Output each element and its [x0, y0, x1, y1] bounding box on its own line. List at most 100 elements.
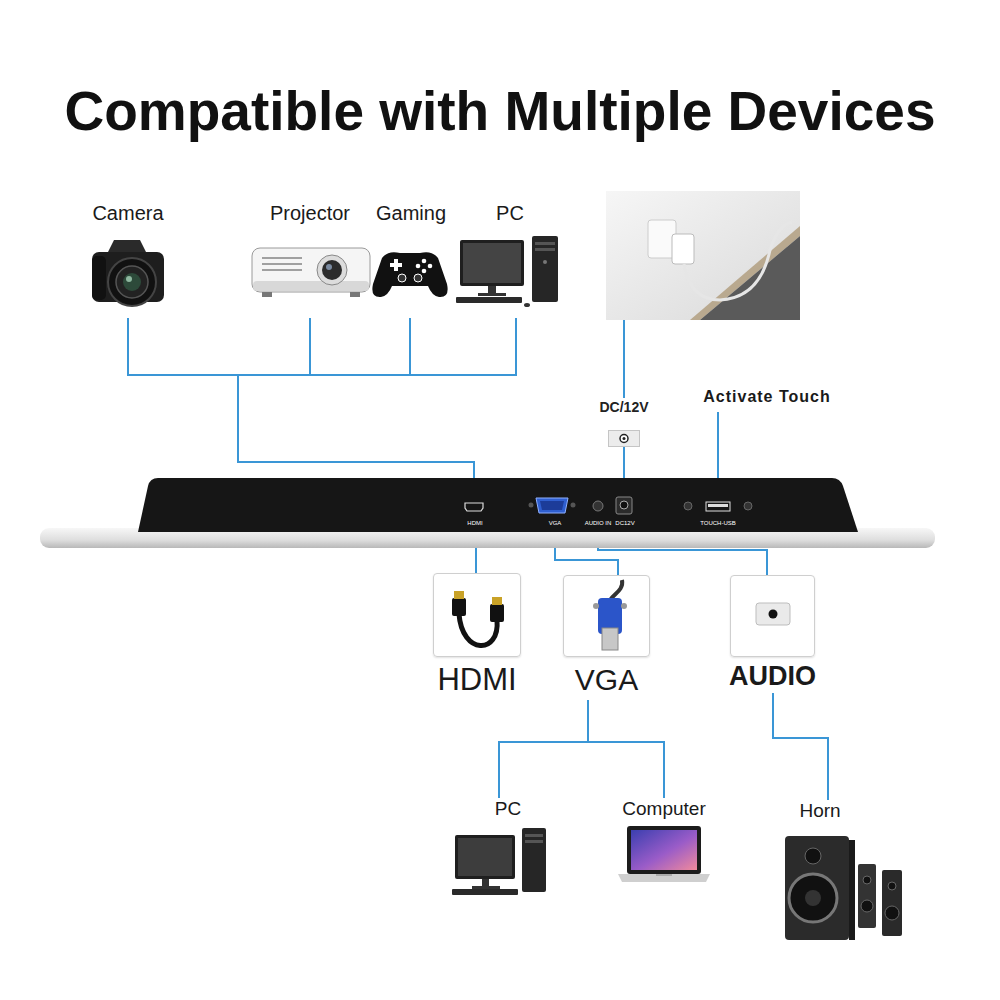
- projector-icon: [317, 255, 347, 285]
- hdmi-cable-icon: [490, 604, 504, 622]
- gamepad-icon: [398, 274, 406, 282]
- gamepad-icon: [428, 264, 433, 269]
- wall-socket-photo: [672, 234, 694, 264]
- wall-socket-photo: [700, 236, 800, 320]
- projector-icon: [253, 281, 369, 291]
- dc-jack-icon: [608, 430, 640, 447]
- wall-socket-photo: [684, 222, 792, 300]
- box-outline: [730, 575, 815, 657]
- power-jack: DC/12V: [594, 398, 654, 447]
- camera-icon: [108, 258, 156, 306]
- port-graphics: [708, 504, 728, 507]
- vga-cable-icon: [593, 580, 627, 650]
- port-graphics: [593, 501, 603, 511]
- port-graphics: [540, 501, 564, 510]
- node-label: TOUCH-USB: [678, 520, 758, 526]
- projector-icon: [322, 260, 342, 280]
- port-graphics: [744, 502, 752, 510]
- cable-box: HDMI: [433, 573, 521, 698]
- pc-icon: [452, 828, 546, 895]
- vga-cable-icon: [621, 603, 627, 609]
- port-label: HDMI: [460, 498, 490, 526]
- projector-icon: [252, 248, 370, 297]
- node-label: Gaming: [335, 200, 487, 225]
- gamepad-icon: [372, 252, 447, 297]
- connector-line: [238, 318, 474, 498]
- port-label: VGA: [535, 496, 575, 526]
- cable-box: AUDIO: [730, 575, 815, 693]
- hdmi-cable-icon: [452, 591, 504, 646]
- speaker-icon: [888, 882, 896, 890]
- hdmi-cable-icon: [452, 598, 466, 616]
- vga-cable-icon: [602, 628, 618, 650]
- audio-jack-icon: [756, 603, 790, 625]
- speaker-icon: [858, 864, 876, 928]
- projector-icon: [262, 292, 272, 297]
- pc-icon: [525, 834, 543, 837]
- pc-icon: [478, 293, 506, 296]
- device-node: Gaming: [365, 200, 457, 318]
- device-node: Horn: [775, 800, 865, 945]
- port-label: TOUCH-USB: [698, 496, 738, 526]
- hdmi-cable-icon: [454, 591, 464, 599]
- speaker-icon: [805, 890, 821, 906]
- device-node: Camera: [78, 200, 178, 318]
- speaker-icon: [882, 870, 902, 936]
- camera-icon: [108, 240, 146, 252]
- vga-cable-icon: [593, 603, 599, 609]
- pc-icon: [525, 840, 543, 843]
- box-outline: [563, 575, 650, 657]
- port-graphics: [465, 497, 752, 514]
- page-title: Compatible with Multiple Devices: [0, 80, 1000, 143]
- port-graphics: [684, 502, 692, 510]
- wall-socket-photo: [606, 191, 800, 320]
- node-label: Horn: [745, 800, 895, 822]
- speaker-icon: [805, 848, 821, 864]
- pc-icon: [535, 242, 555, 245]
- speaker-icon: [785, 836, 902, 940]
- node-label: PC: [418, 798, 598, 820]
- audio-jack-icon: [756, 603, 790, 625]
- cable-box: VGA: [563, 575, 650, 700]
- projector-icon: [326, 264, 332, 270]
- speaker-icon: [885, 906, 899, 920]
- gamepad-icon: [414, 274, 422, 282]
- pc-icon: [532, 236, 558, 302]
- speaker-icon: [861, 900, 873, 912]
- speaker-icon: [789, 874, 837, 922]
- port-label: AUDIO IN: [584, 496, 612, 526]
- leader-line: [717, 412, 719, 478]
- connector-line: [499, 700, 588, 798]
- pc-icon: [482, 879, 489, 886]
- pc-icon: [472, 886, 500, 889]
- port-graphics: [616, 497, 632, 514]
- laptop-icon: [627, 826, 701, 874]
- pc-icon: [455, 835, 515, 879]
- port-graphics: [571, 503, 576, 508]
- audio-jack-icon: [769, 610, 778, 619]
- connector-line: [238, 318, 516, 498]
- node-label: HDMI: [440, 520, 510, 526]
- node-label: Camera: [48, 200, 208, 225]
- gamepad-icon: [416, 264, 421, 269]
- camera-icon: [116, 266, 148, 298]
- hdmi-cable-icon: [492, 597, 502, 605]
- camera-icon: [126, 276, 132, 282]
- box-outline: [608, 430, 640, 447]
- leader-line: [623, 320, 625, 398]
- pc-icon: [456, 297, 522, 303]
- gamepad-icon: [422, 259, 427, 264]
- node-label: Projector: [220, 200, 400, 225]
- projector-icon: [262, 263, 302, 265]
- pc-icon: [488, 286, 496, 294]
- node-label: Computer: [574, 798, 754, 820]
- connector-line: [128, 318, 474, 498]
- pc-icon: [452, 889, 518, 895]
- dc-jack-icon: [623, 437, 626, 440]
- projector-icon: [252, 248, 370, 292]
- callout-label: Activate Touch: [617, 388, 917, 406]
- pc-icon: [535, 248, 555, 251]
- port-label: DC12V: [612, 494, 638, 526]
